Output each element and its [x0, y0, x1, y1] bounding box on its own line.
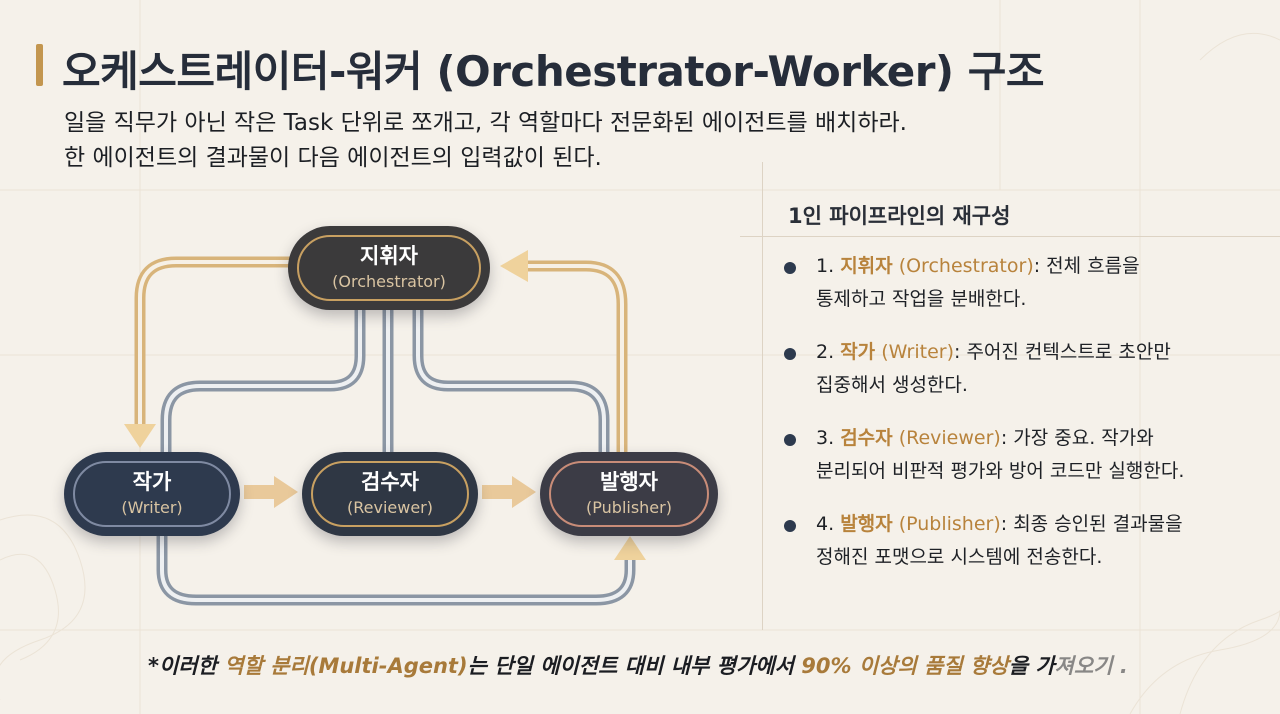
role-desc: : 주어진 컨텍스트로 초안만 — [954, 341, 1171, 363]
node-reviewer-name: 검수자 — [361, 470, 419, 494]
role-list: 1. 지휘자 (Orchestrator): 전체 흐름을 통제하고 작업을 분… — [782, 250, 1184, 594]
role-line-2: 통제하고 작업을 분배한다. — [816, 288, 1027, 310]
role-number: 2. — [816, 341, 835, 363]
role-name: 작가 — [840, 341, 876, 363]
role-line-1: 2. 작가 (Writer): 주어진 컨텍스트로 초안만 — [816, 336, 1184, 369]
node-reviewer-sub: (Reviewer) — [347, 498, 433, 517]
connector-orchestrator-to-writer-secondary — [160, 310, 366, 452]
title-accent-bar — [36, 44, 43, 86]
page-title: 오케스트레이터-워커 (Orchestrator-Worker) 구조 — [62, 47, 1045, 96]
node-orchestrator-sub: (Orchestrator) — [332, 272, 446, 291]
subtitle-line-1: 일을 직무가 아닌 작은 Task 단위로 쪼개고, 각 역할마다 전문화된 에… — [64, 110, 907, 136]
subtitle: 일을 직무가 아닌 작은 Task 단위로 쪼개고, 각 역할마다 전문화된 에… — [64, 106, 907, 176]
connector-writer-to-publisher-bottom — [156, 536, 636, 606]
arrow-writer-to-reviewer — [244, 476, 298, 508]
arrowhead-into-publisher-bottom — [614, 536, 646, 560]
role-item-writer: 2. 작가 (Writer): 주어진 컨텍스트로 초안만 집중해서 생성한다. — [782, 336, 1184, 422]
node-publisher: 발행자 (Publisher) — [540, 452, 718, 536]
node-ring — [73, 461, 231, 527]
node-writer-name: 작가 — [132, 470, 172, 494]
role-item-orchestrator: 1. 지휘자 (Orchestrator): 전체 흐름을 통제하고 작업을 분… — [782, 250, 1184, 336]
connector-orchestrator-to-writer — [134, 256, 302, 438]
role-english: (Publisher) — [898, 513, 1001, 535]
role-english: (Reviewer) — [898, 427, 1001, 449]
footnote-prefix: *이러한 — [148, 654, 225, 678]
role-line-1: 1. 지휘자 (Orchestrator): 전체 흐름을 — [816, 250, 1184, 283]
role-item-reviewer: 3. 검수자 (Reviewer): 가장 중요. 작가와 분리되어 비판적 평… — [782, 422, 1184, 508]
role-desc: : 가장 중요. 작가와 — [1000, 427, 1154, 449]
role-item-publisher: 4. 발행자 (Publisher): 최종 승인된 결과물을 정해진 포맷으로… — [782, 508, 1184, 594]
footnote-highlight-role-separation: 역할 분리(Multi-Agent) — [224, 654, 468, 678]
node-orchestrator: 지휘자 (Orchestrator) — [288, 226, 490, 310]
panel-divider-horizontal — [740, 236, 1280, 237]
panel-title: 1인 파이프라인의 재구성 — [788, 204, 1011, 228]
bullet-icon — [784, 520, 796, 532]
node-writer: 작가 (Writer) — [64, 452, 240, 536]
node-writer-sub: (Writer) — [121, 498, 183, 517]
footnote-faded-tail: 져오기 . — [1054, 654, 1128, 678]
node-ring — [311, 461, 469, 527]
role-name: 지휘자 — [840, 255, 893, 277]
role-line-1: 4. 발행자 (Publisher): 최종 승인된 결과물을 — [816, 508, 1184, 541]
workflow-diagram: 지휘자 (Orchestrator) 작가 (Writer) 검수자 (Revi… — [64, 226, 718, 606]
arrow-reviewer-to-publisher — [482, 476, 536, 508]
arrowhead-into-orchestrator — [500, 250, 528, 282]
role-number: 4. — [816, 513, 835, 535]
bullet-icon — [784, 348, 796, 360]
connector-orchestrator-to-publisher-secondary — [412, 310, 610, 452]
connector-layer — [124, 250, 646, 606]
role-english: (Orchestrator) — [898, 255, 1034, 277]
footnote-highlight-quality: 90% 이상의 품질 향상 — [801, 654, 1009, 678]
subtitle-line-2: 한 에이전트의 결과물이 다음 에이전트의 입력값이 된다. — [64, 145, 602, 171]
bullet-icon — [784, 434, 796, 446]
node-publisher-name: 발행자 — [600, 470, 658, 494]
node-ring — [297, 235, 481, 301]
node-publisher-sub: (Publisher) — [586, 498, 672, 517]
role-line-1: 3. 검수자 (Reviewer): 가장 중요. 작가와 — [816, 422, 1184, 455]
arrowhead-into-writer — [124, 424, 156, 448]
role-desc: : 최종 승인된 결과물을 — [1000, 513, 1183, 535]
footnote-suffix: 을 가 — [1008, 654, 1055, 678]
node-reviewer: 검수자 (Reviewer) — [302, 452, 478, 536]
role-number: 3. — [816, 427, 835, 449]
role-line-2: 분리되어 비판적 평가와 방어 코드만 실행한다. — [816, 460, 1185, 482]
role-name: 검수자 — [840, 427, 893, 449]
role-desc: : 전체 흐름을 — [1033, 255, 1140, 277]
role-name: 발행자 — [840, 513, 893, 535]
role-line-2: 집중해서 생성한다. — [816, 374, 968, 396]
role-english: (Writer) — [881, 341, 955, 363]
role-line-2: 정해진 포맷으로 시스템에 전송한다. — [816, 546, 1103, 568]
footnote-middle: 는 단일 에이전트 대비 내부 평가에서 — [467, 654, 802, 678]
role-number: 1. — [816, 255, 835, 277]
panel-divider-vertical — [762, 162, 763, 630]
connector-publisher-to-orchestrator — [514, 260, 628, 462]
footnote: *이러한 역할 분리(Multi-Agent)는 단일 에이전트 대비 내부 평… — [148, 650, 1128, 680]
node-orchestrator-name: 지휘자 — [360, 244, 418, 268]
node-ring — [549, 461, 709, 527]
bullet-icon — [784, 262, 796, 274]
